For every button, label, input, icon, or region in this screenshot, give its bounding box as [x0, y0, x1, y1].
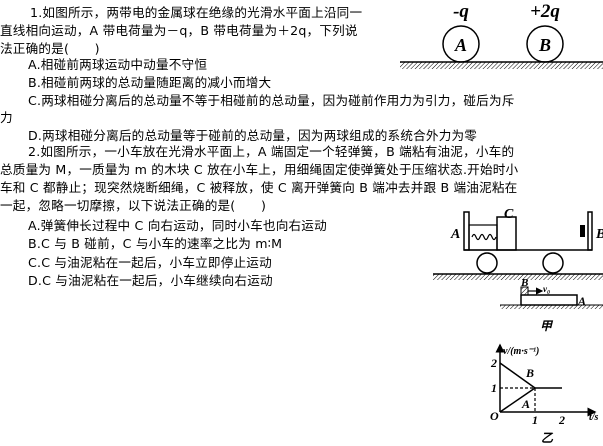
cart-label-b: B	[595, 227, 603, 242]
yi-xlabel: t/s	[589, 412, 599, 423]
ground-hatch	[400, 62, 603, 69]
cart-label-a: A	[450, 227, 460, 242]
ball-b	[526, 25, 564, 63]
yi-origin: O	[490, 409, 499, 423]
q2-stem-line-2: 总质量为 M，一质量为 m 的木块 C 放在小车上，用细绳固定使弹簧处于压缩状态…	[0, 162, 519, 177]
wheel-right	[542, 252, 564, 274]
figure-cart: C A B	[433, 207, 603, 280]
q1-option-d: D.两球相碰分离后的总动量等于碰前的总动量，因为两球组成的系统合外力为零	[28, 128, 478, 143]
line-b	[499, 362, 536, 389]
charge-a-label: -q	[453, 1, 469, 22]
q1-option-c-cont: 力	[0, 110, 13, 125]
spring	[471, 233, 497, 241]
q1-stem-line-3: 法正确的是( )	[0, 41, 100, 56]
cart-wall-b	[587, 211, 593, 251]
ball-a	[442, 25, 480, 63]
figure-charged-balls: A B -q +2q	[400, 1, 603, 69]
ball-b-label: B	[538, 35, 551, 55]
charge-b-label: +2q	[530, 1, 560, 22]
q1-option-c: C.两球相碰分离后的总动量不等于相碰前的总动量，因为碰前作用力为引力，碰后为斥	[28, 93, 515, 108]
block-c	[496, 216, 517, 251]
q2-option-b: B.C 与 B 碰前，C 与小车的速率之比为 m∶M	[28, 236, 283, 251]
figure-yi-vt-graph: v/(m·s⁻¹) t/s O 1 2 1 2 B A 乙	[490, 343, 599, 445]
q2-stem-line-1: 2.如图所示，一小车放在光滑水平面上，A 端固定一个轻弹簧，B 端粘有油泥，小车…	[28, 144, 515, 159]
figure-jia: B v₀ A 甲	[500, 277, 603, 333]
jia-label-a: A	[577, 294, 586, 308]
yi-tick-v2: 2	[490, 356, 497, 370]
line-a	[499, 387, 536, 413]
yi-tick-t2: 2	[558, 413, 565, 427]
q2-stem-line-4: 一起，忽略一切摩擦，以下说法正确的是( )	[0, 198, 267, 213]
q2-stem-line-3: 车和 C 都静止；现突然烧断细绳，C 被释放，使 C 离开弹簧向 B 端冲去并跟…	[0, 180, 518, 195]
plank-a	[520, 294, 578, 306]
wheel-left	[476, 252, 498, 274]
yi-tick-t1: 1	[532, 413, 538, 427]
oil-mud	[580, 225, 585, 237]
ball-a-label: A	[454, 35, 467, 55]
jia-label-b: B	[520, 277, 528, 289]
yi-label-b: B	[525, 366, 534, 380]
jia-label-v0: v₀	[543, 284, 550, 294]
q1-option-b: B.相碰前两球的总动量随距离的减小而增大	[28, 75, 272, 90]
q2-option-c: C.C 与油泥粘在一起后，小车立即停止运动	[28, 255, 272, 270]
yi-tick-v1: 1	[491, 381, 497, 395]
q1-stem-line-2: 直线相向运动，A 带电荷量为－q，B 带电荷量为＋2q，下列说	[0, 23, 358, 38]
jia-caption: 甲	[540, 319, 554, 333]
yi-ylabel: v/(m·s⁻¹)	[503, 346, 539, 357]
q1-stem-line-1: 1.如图所示，两带电的金属球在绝缘的光滑水平面上沿同一	[30, 5, 363, 20]
yi-caption: 乙	[541, 431, 554, 445]
q1-option-a: A.相碰前两球运动中动量不守恒	[28, 57, 208, 72]
q2-option-a: A.弹簧伸长过程中 C 向右运动，同时小车也向右运动	[28, 218, 327, 233]
yi-label-a: A	[521, 397, 530, 411]
cart-wall-a	[463, 211, 470, 251]
q2-option-d: D.C 与油泥粘在一起后，小车继续向右运动	[28, 273, 273, 288]
cart-label-c: C	[504, 207, 514, 222]
